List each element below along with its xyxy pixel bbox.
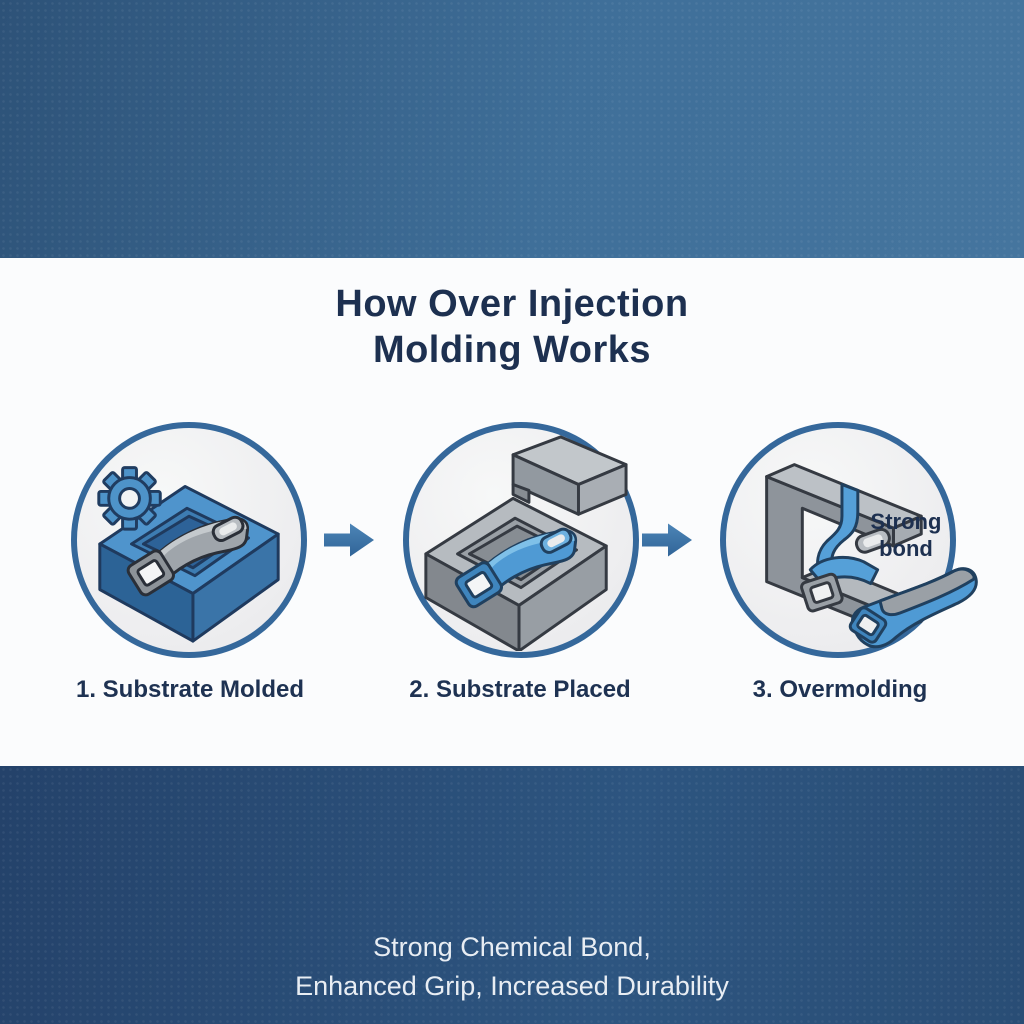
blue-substrate-handle bbox=[454, 527, 578, 609]
step3-illustration bbox=[765, 463, 923, 635]
substrate-end bbox=[800, 572, 844, 613]
step2-label: 2. Substrate Placed bbox=[409, 676, 631, 703]
mold-slot-detail bbox=[854, 527, 891, 554]
gray-substrate-handle bbox=[126, 515, 250, 597]
page-title-line1: How Over Injection bbox=[335, 283, 689, 325]
benefits-caption: Strong Chemical Bond, Enhanced Grip, Inc… bbox=[0, 928, 1024, 1006]
step1-illustration bbox=[97, 466, 280, 643]
upper-mold-half bbox=[511, 435, 628, 516]
page-title: How Over Injection Molding Works bbox=[0, 281, 1024, 373]
step1-label: 1. Substrate Molded bbox=[75, 676, 305, 703]
top-banner bbox=[0, 0, 1024, 258]
page-title-line2: Molding Works bbox=[372, 329, 652, 371]
step1-circle bbox=[71, 422, 307, 658]
bottom-banner bbox=[0, 766, 1024, 1024]
benefits-caption-line2: Enhanced Grip, Increased Durability bbox=[295, 971, 729, 1001]
benefits-caption-line1: Strong Chemical Bond, bbox=[373, 932, 651, 962]
step2-circle bbox=[403, 422, 639, 658]
strong-bond-annotation: Strong bond bbox=[870, 509, 942, 561]
finished-overmolded-handle bbox=[848, 567, 978, 649]
step3-label: 3. Overmolding bbox=[752, 676, 928, 703]
gear-icon bbox=[97, 466, 162, 531]
injected-overmold-material bbox=[808, 483, 880, 586]
step2-illustration bbox=[424, 435, 628, 651]
step3-circle bbox=[720, 422, 956, 658]
